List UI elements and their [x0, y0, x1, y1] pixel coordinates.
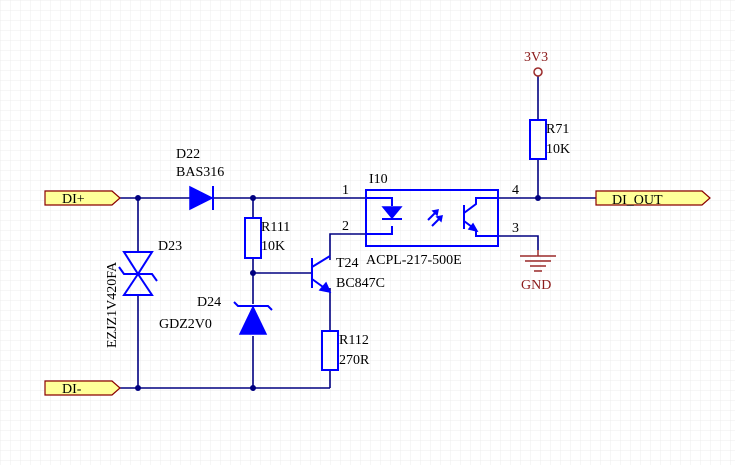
tvs-d23[interactable]: D23 EZJZ1V420FA: [105, 239, 182, 348]
d23-designator: D23: [158, 239, 182, 254]
r111-value: 10K: [261, 239, 285, 254]
power-circle-icon: [533, 67, 543, 77]
ground-gnd[interactable]: GND: [520, 250, 556, 293]
opto-led-cathode-lead: [366, 226, 393, 235]
junction-dot: [250, 195, 256, 201]
junction-dot: [135, 195, 141, 201]
power-3v3[interactable]: 3V3: [524, 50, 548, 77]
resistor-r112[interactable]: R112 270R: [321, 330, 370, 371]
port-di-minus[interactable]: DI-: [44, 380, 121, 397]
port-label: DI-: [62, 382, 82, 397]
resistor-r71[interactable]: R71 10K: [529, 119, 570, 160]
optocoupler-i10[interactable]: I10 ACPL-217-500E 1 2 3 4: [342, 172, 519, 268]
opto-transistor-collector: [463, 197, 498, 214]
pin-2-label: 2: [342, 219, 349, 234]
optocoupler-body: [365, 189, 499, 247]
light-arrowhead: [435, 215, 443, 223]
pin-1-label: 1: [342, 183, 349, 198]
opto-transistor-emitter: [463, 220, 498, 237]
d24-part: GDZ2V0: [159, 317, 212, 332]
port-label: DI_OUT: [612, 193, 663, 208]
zener-d24[interactable]: D24 GDZ2V0: [159, 295, 273, 335]
port-label: DI+: [62, 192, 85, 207]
wire-collector-to-pin2: [329, 233, 366, 260]
zener-triangle: [238, 305, 268, 335]
pin-3-label: 3: [512, 221, 519, 236]
junctions: [135, 195, 541, 391]
r71-designator: R71: [546, 122, 569, 137]
d24-designator: D24: [197, 295, 221, 310]
transistor-emitter-arrow: [318, 281, 332, 294]
i10-designator: I10: [369, 172, 388, 187]
resistor-r111[interactable]: R111 10K: [244, 217, 290, 259]
r112-value: 270R: [339, 353, 370, 368]
light-arrowhead: [431, 209, 439, 217]
i10-part: ACPL-217-500E: [366, 253, 462, 268]
resistor-body: [321, 330, 339, 371]
tvs-triangle-top: [122, 251, 154, 276]
resistor-body: [529, 119, 547, 160]
power-label: 3V3: [524, 50, 548, 65]
tvs-bar: [118, 266, 158, 282]
junction-dot: [135, 385, 141, 391]
pin-4-label: 4: [512, 183, 519, 198]
ground-label: GND: [521, 278, 551, 293]
r71-value: 10K: [546, 142, 570, 157]
d23-part: EZJZ1V420FA: [105, 261, 120, 348]
opto-led-triangle: [381, 206, 403, 220]
r111-designator: R111: [261, 220, 290, 235]
port-shape: [44, 190, 121, 206]
opto-emitter-arrow: [467, 222, 479, 233]
junction-dot: [535, 195, 541, 201]
junction-dot: [250, 385, 256, 391]
junction-dot: [250, 270, 256, 276]
d22-part: BAS316: [176, 165, 224, 180]
diode-triangle: [189, 185, 214, 211]
wire-pin3-to-gnd: [498, 235, 539, 250]
tvs-triangle-bottom: [122, 272, 154, 296]
t24-part: BC847C: [336, 276, 385, 291]
resistor-body: [244, 217, 262, 259]
t24-designator: T24: [336, 256, 359, 271]
transistor-t24[interactable]: T24 BC847C: [311, 255, 385, 294]
opto-led-anode-lead: [366, 197, 393, 206]
port-shape: [595, 190, 711, 206]
port-di-plus[interactable]: DI+: [44, 190, 121, 207]
d22-designator: D22: [176, 147, 200, 162]
port-di-out[interactable]: DI_OUT: [595, 190, 711, 208]
zener-bar: [233, 301, 273, 311]
diode-d22[interactable]: D22 BAS316: [176, 147, 224, 211]
wires: [120, 76, 596, 389]
port-shape: [44, 380, 121, 396]
r112-designator: R112: [339, 333, 369, 348]
transistor-collector: [311, 255, 331, 268]
